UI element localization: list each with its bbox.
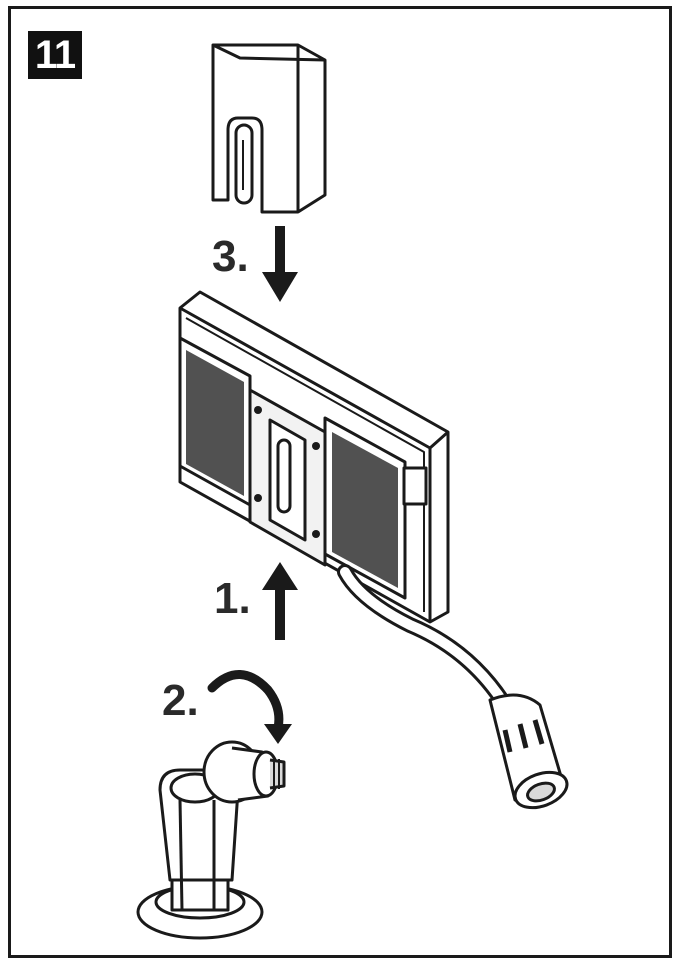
mount-screws: [254, 406, 320, 538]
arrow-up-icon: [262, 562, 298, 640]
step-label-second: 2.: [162, 676, 199, 725]
speaker-grille: [186, 350, 398, 588]
clip-piece: [211, 43, 327, 214]
power-cable: [337, 564, 513, 713]
cigarette-plug: [488, 693, 569, 810]
step-label-third: 3.: [212, 232, 249, 281]
rotate-arrow-icon: [207, 670, 292, 744]
arrow-down-icon: [262, 226, 298, 302]
step-label-first: 1.: [214, 574, 251, 623]
step-number-badge: 11: [28, 31, 82, 79]
suction-mount: [136, 740, 286, 940]
